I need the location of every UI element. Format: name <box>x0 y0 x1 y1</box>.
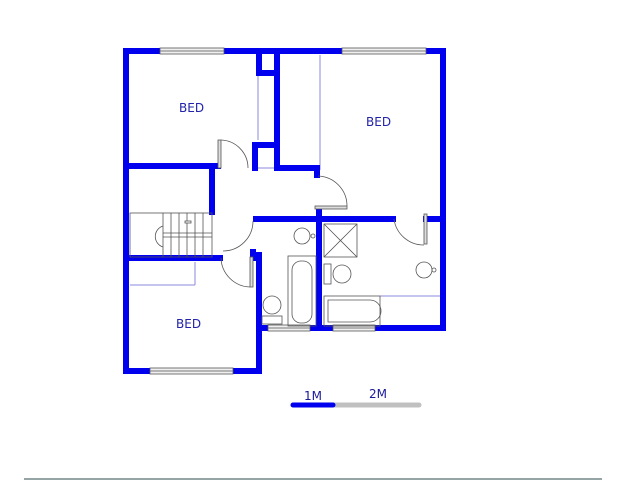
scale-label-2m: 2M <box>369 387 387 401</box>
doors <box>217 139 428 288</box>
room-label-bed-top-right: BED <box>366 115 391 129</box>
scale-label-1m: 1M <box>304 389 322 403</box>
room-label-bed-bottom-left: BED <box>176 317 201 331</box>
scale-bar: 1M 2M <box>290 387 422 408</box>
bath-fixtures <box>261 223 437 327</box>
windows <box>149 47 427 375</box>
staircase <box>129 212 213 258</box>
footer-divider <box>24 478 602 480</box>
walls <box>123 48 446 374</box>
room-label-bed-top-left: BED <box>179 101 204 115</box>
